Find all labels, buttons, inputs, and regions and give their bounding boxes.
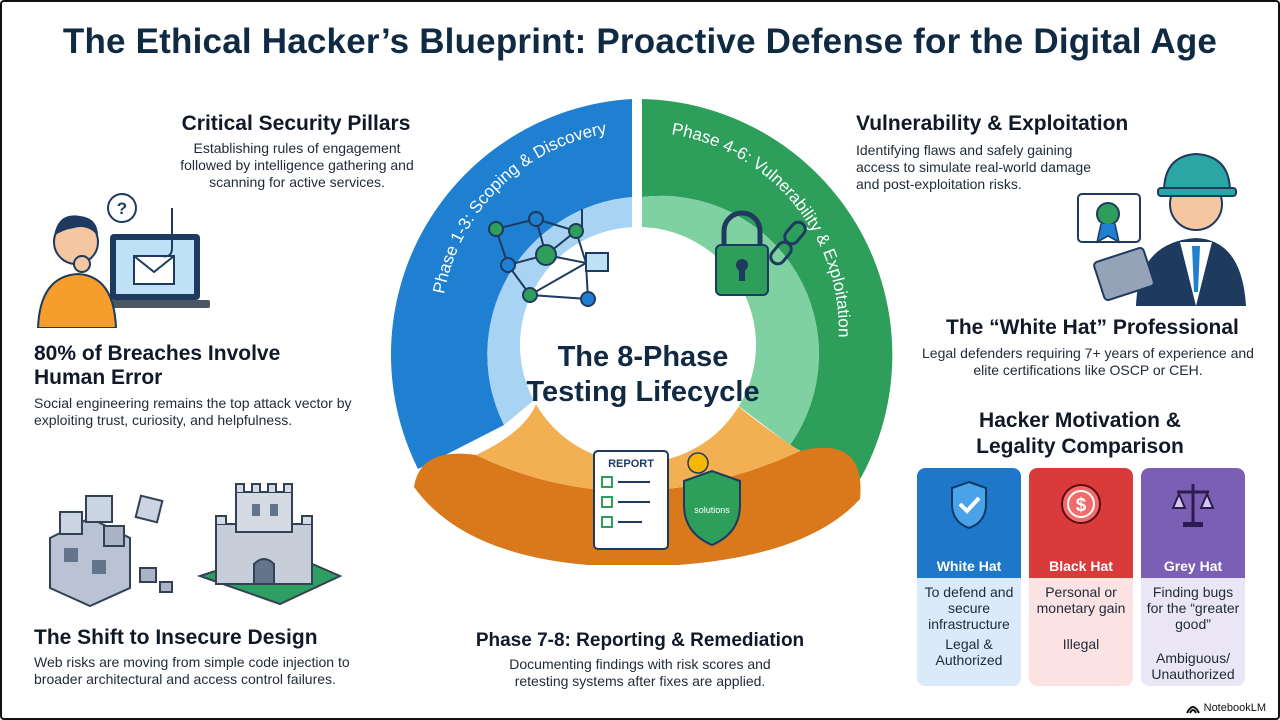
- phase-7-8-heading: Phase 7-8: Reporting & Remediation: [475, 630, 805, 651]
- insecure-vs-secure-illustration: [49, 483, 343, 608]
- white-hat-professional-illustration: [1077, 152, 1246, 306]
- lifecycle-center: [520, 227, 756, 463]
- brand-label: NotebookLM: [1203, 702, 1266, 714]
- phishing-illustration: ?: [36, 193, 210, 328]
- notebooklm-logo-icon: [1185, 706, 1200, 714]
- breaches-text: Social engineering remains the top attac…: [34, 395, 352, 428]
- white-hat-heading: The “White Hat” Professional: [946, 316, 1239, 339]
- phase-1-3-ring: [390, 99, 632, 469]
- report-document-icon: REPORT: [593, 450, 669, 550]
- pillars-heading: Critical Security Pillars: [181, 112, 411, 135]
- white-hat-legality: Legal & Authorized: [935, 636, 1003, 668]
- shift-heading: The Shift to Insecure Design: [34, 626, 318, 649]
- lifecycle-title: The 8-Phase Testing Lifecycle: [526, 341, 760, 408]
- svg-text:$: $: [1076, 495, 1087, 516]
- approval-badge-icon: [687, 452, 709, 474]
- fishing-hook-icon: [161, 208, 173, 258]
- shift-text: Web risks are moving from simple code in…: [34, 654, 350, 687]
- white-hat-card: White Hat To defend and secure infrastru…: [917, 468, 1021, 686]
- grey-hat-motivation: Finding bugs for the “greater good”: [1146, 584, 1240, 632]
- white-hat-motivation: To defend and secure infrastructure: [924, 584, 1014, 632]
- hard-hat-icon: [1162, 152, 1232, 193]
- black-hat-motivation: Personal or monetary gain: [1036, 584, 1126, 616]
- professional-person-icon: [1093, 152, 1246, 306]
- broken-chain-icon: [769, 220, 807, 266]
- black-hat-label: Black Hat: [1029, 554, 1133, 578]
- phase-4-6-ring: [642, 99, 893, 483]
- worried-person-icon: [36, 215, 118, 328]
- grey-hat-label: Grey Hat: [1141, 554, 1245, 578]
- vulnerability-text: Identifying flaws and safely gaining acc…: [856, 142, 1091, 192]
- padlock-icon: [715, 210, 769, 296]
- pillars-text: Establishing rules of engagement followe…: [180, 140, 414, 190]
- security-shield-icon: solutions: [683, 469, 741, 547]
- network-topology-icon: [495, 188, 609, 301]
- tablet-icon: [1093, 246, 1155, 302]
- black-hat-legality: Illegal: [1062, 636, 1100, 652]
- envelope-icon: [133, 255, 175, 285]
- comparison-heading: Hacker Motivation & Legality Comparison: [976, 409, 1184, 458]
- white-hat-text: Legal defenders requiring 7+ years of ex…: [922, 345, 1254, 378]
- dollar-coin-icon: $: [1061, 484, 1101, 524]
- phase-7-8-text: Documenting findings with risk scores an…: [509, 656, 771, 689]
- white-hat-label: White Hat: [917, 554, 1021, 578]
- grey-hat-legality: Ambiguous/ Unauthorized: [1151, 650, 1235, 682]
- question-bubble-icon: [107, 193, 137, 223]
- notebooklm-brand: NotebookLM: [1185, 702, 1266, 714]
- vulnerability-heading: Vulnerability & Exploitation: [856, 112, 1129, 135]
- grey-hat-card: Grey Hat Finding bugs for the “greater g…: [1141, 468, 1245, 686]
- castle-icon: [196, 483, 343, 606]
- svg-text:REPORT: REPORT: [608, 458, 654, 470]
- scales-icon: [1171, 484, 1215, 527]
- svg-text:solutions: solutions: [694, 505, 730, 515]
- shield-check-icon: [951, 480, 987, 530]
- page-title: The Ethical Hacker’s Blueprint: Proactiv…: [62, 22, 1218, 61]
- lifecycle-diagram: Phase 1-3: Scoping & Discovery Phase 4-6…: [390, 99, 893, 565]
- certificate-icon: [1077, 193, 1141, 244]
- svg-text:?: ?: [117, 199, 127, 218]
- laptop-base: [100, 300, 210, 308]
- breaches-heading: 80% of Breaches Involve Human Error: [34, 342, 281, 389]
- crumbling-building-icon: [49, 494, 173, 608]
- black-hat-card: $ Black Hat Personal or monetary gain Il…: [1029, 468, 1133, 686]
